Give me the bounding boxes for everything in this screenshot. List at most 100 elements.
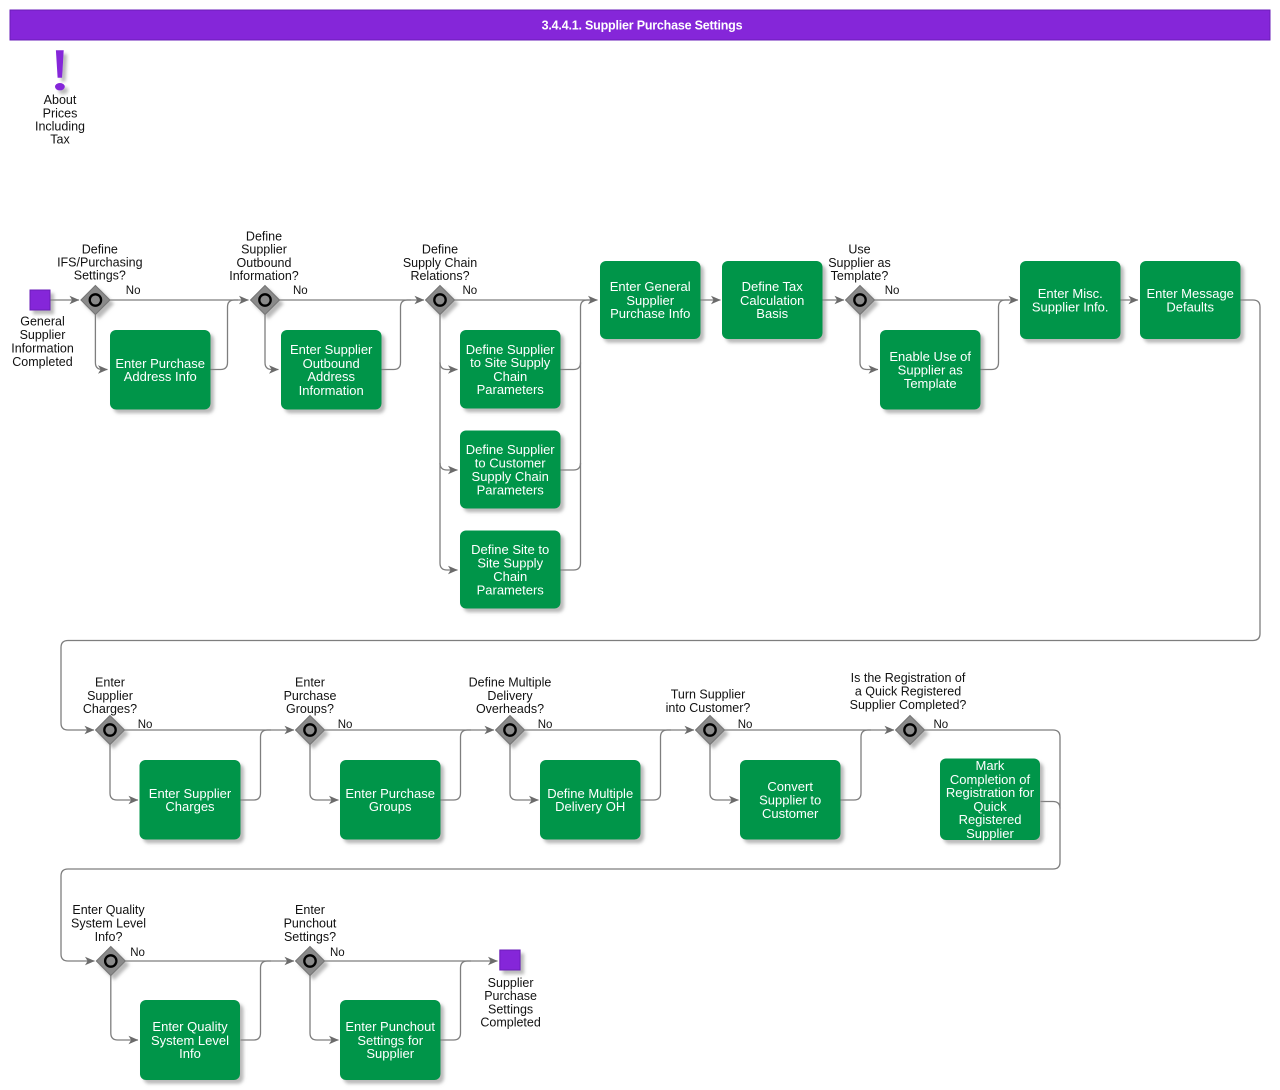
svg-text:Enter Purchase: Enter Purchase xyxy=(345,786,435,801)
svg-text:Enter Purchase: Enter Purchase xyxy=(115,356,205,371)
svg-text:Charges?: Charges? xyxy=(83,702,137,716)
svg-text:Define: Define xyxy=(246,229,282,243)
svg-text:Define Tax: Define Tax xyxy=(742,279,804,294)
svg-text:Groups?: Groups? xyxy=(286,702,334,716)
svg-text:Delivery: Delivery xyxy=(487,689,533,703)
svg-text:Parameters: Parameters xyxy=(477,583,545,598)
svg-text:Enter Message: Enter Message xyxy=(1146,286,1233,301)
svg-text:Info?: Info? xyxy=(95,930,123,944)
svg-text:Defaults: Defaults xyxy=(1166,300,1214,315)
svg-text:No: No xyxy=(463,285,478,297)
svg-text:Calculation: Calculation xyxy=(740,293,804,308)
svg-text:Parameters: Parameters xyxy=(477,483,545,498)
svg-text:No: No xyxy=(538,719,553,731)
svg-text:Define: Define xyxy=(422,243,458,257)
svg-text:Template?: Template? xyxy=(831,269,889,283)
svg-text:Completion of: Completion of xyxy=(950,772,1031,787)
svg-text:Settings for: Settings for xyxy=(357,1033,423,1048)
svg-text:Enter Quality: Enter Quality xyxy=(152,1019,228,1034)
svg-text:Information: Information xyxy=(299,383,364,398)
svg-text:Enter Misc.: Enter Misc. xyxy=(1038,286,1103,301)
svg-text:System Level: System Level xyxy=(71,917,146,931)
svg-text:Outbound: Outbound xyxy=(303,356,360,371)
svg-text:Supplier: Supplier xyxy=(966,826,1014,841)
svg-text:Charges: Charges xyxy=(165,799,215,814)
svg-text:Turn Supplier: Turn Supplier xyxy=(671,688,746,702)
svg-text:Chain: Chain xyxy=(493,369,527,384)
svg-text:Punchout: Punchout xyxy=(284,917,337,931)
svg-text:General: General xyxy=(20,315,64,329)
svg-text:Convert: Convert xyxy=(767,779,813,794)
svg-text:Supplier Completed?: Supplier Completed? xyxy=(850,698,967,712)
svg-text:Tax: Tax xyxy=(50,133,70,147)
svg-text:Completed: Completed xyxy=(480,1016,540,1030)
svg-text:Enter: Enter xyxy=(295,903,325,917)
svg-text:Settings: Settings xyxy=(488,1002,533,1016)
svg-text:Quick: Quick xyxy=(973,799,1007,814)
svg-text:Enter: Enter xyxy=(295,676,325,690)
svg-text:Overheads?: Overheads? xyxy=(476,702,544,716)
svg-text:Parameters: Parameters xyxy=(477,382,545,397)
svg-text:Registration for: Registration for xyxy=(946,785,1035,800)
svg-text:Customer: Customer xyxy=(762,806,819,821)
svg-text:to Site Supply: to Site Supply xyxy=(470,355,551,370)
svg-text:No: No xyxy=(293,285,308,297)
svg-text:Enter Quality: Enter Quality xyxy=(72,903,145,917)
svg-text:Enter Supplier: Enter Supplier xyxy=(149,786,232,801)
svg-text:Mark: Mark xyxy=(976,758,1005,773)
svg-text:Define Site to: Define Site to xyxy=(471,542,549,557)
svg-text:Address: Address xyxy=(307,369,355,384)
svg-text:Information?: Information? xyxy=(229,269,299,283)
svg-text:Purchase: Purchase xyxy=(284,689,337,703)
svg-text:Purchase: Purchase xyxy=(484,989,537,1003)
svg-text:Supplier: Supplier xyxy=(241,243,287,257)
svg-text:Supplier: Supplier xyxy=(87,689,133,703)
svg-text:Settings?: Settings? xyxy=(74,269,126,283)
svg-text:Registered: Registered xyxy=(959,812,1022,827)
svg-text:Enable Use of: Enable Use of xyxy=(889,349,971,364)
svg-text:Address Info: Address Info xyxy=(124,369,197,384)
svg-text:No: No xyxy=(738,719,753,731)
svg-text:No: No xyxy=(126,285,141,297)
svg-text:Info: Info xyxy=(179,1046,201,1061)
svg-text:No: No xyxy=(130,947,145,959)
svg-text:Define: Define xyxy=(82,243,118,257)
svg-text:Supplier: Supplier xyxy=(366,1046,414,1061)
svg-text:System Level: System Level xyxy=(151,1033,229,1048)
svg-text:Supplier: Supplier xyxy=(488,976,534,990)
svg-text:Basis: Basis xyxy=(756,306,788,321)
svg-text:Define Supplier: Define Supplier xyxy=(466,442,556,457)
svg-text:into Customer?: into Customer? xyxy=(666,701,751,715)
svg-text:No: No xyxy=(330,947,345,959)
svg-text:Supplier: Supplier xyxy=(626,293,674,308)
svg-text:Delivery OH: Delivery OH xyxy=(555,799,625,814)
svg-text:Relations?: Relations? xyxy=(410,269,469,283)
svg-text:Purchase Info: Purchase Info xyxy=(610,306,690,321)
svg-text:Supplier Info.: Supplier Info. xyxy=(1032,300,1109,315)
svg-text:Completed: Completed xyxy=(12,355,72,369)
svg-text:Supply Chain: Supply Chain xyxy=(472,469,549,484)
svg-text:to Customer: to Customer xyxy=(475,456,546,471)
svg-text:Settings?: Settings? xyxy=(284,930,336,944)
svg-text:Site Supply: Site Supply xyxy=(477,556,543,571)
svg-text:3.4.4.1. Supplier Purchase Set: 3.4.4.1. Supplier Purchase Settings xyxy=(542,19,743,33)
svg-text:No: No xyxy=(934,719,949,731)
svg-text:Supplier as: Supplier as xyxy=(898,363,964,378)
svg-text:Prices: Prices xyxy=(43,106,78,120)
svg-text:Supply Chain: Supply Chain xyxy=(403,256,477,270)
svg-text:Use: Use xyxy=(848,243,870,257)
svg-text:Enter Supplier: Enter Supplier xyxy=(290,342,373,357)
svg-text:Define Multiple: Define Multiple xyxy=(469,676,552,690)
svg-text:Template: Template xyxy=(904,376,957,391)
svg-text:Supplier as: Supplier as xyxy=(828,256,891,270)
svg-text:No: No xyxy=(138,719,153,731)
svg-text:No: No xyxy=(338,719,353,731)
svg-text:About: About xyxy=(44,93,77,107)
svg-text:Define Multiple: Define Multiple xyxy=(547,786,633,801)
svg-text:Supplier to: Supplier to xyxy=(759,793,821,808)
svg-text:Define Supplier: Define Supplier xyxy=(466,342,556,357)
svg-text:IFS/Purchasing: IFS/Purchasing xyxy=(57,256,143,270)
svg-text:Supplier: Supplier xyxy=(20,328,66,342)
svg-text:Chain: Chain xyxy=(493,569,527,584)
svg-text:Information: Information xyxy=(11,342,74,356)
